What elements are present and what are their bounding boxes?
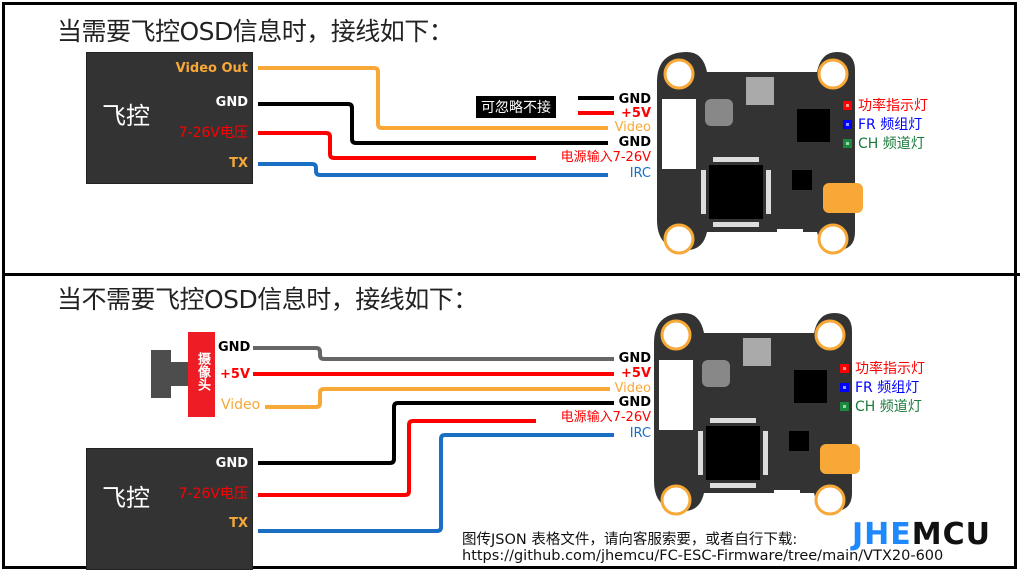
- led-fr-icon: [843, 119, 852, 129]
- led-ch-icon: [840, 401, 849, 411]
- component-grey-square: [746, 77, 774, 105]
- fc-name-top: 飞控: [102, 102, 150, 130]
- section-divider: [2, 273, 1020, 276]
- component-black-small: [789, 431, 809, 451]
- flight-controller-box-top: [86, 52, 253, 184]
- outer-frame: [2, 2, 1017, 569]
- component-black-large: [797, 109, 830, 142]
- brand-logo: JHEMCU: [852, 517, 991, 552]
- led-legend-ch: CH 频道灯: [843, 133, 925, 153]
- mcu-pins: [698, 418, 768, 488]
- button: [777, 229, 803, 242]
- vtx-pin-power-input: 电源输入7-26V: [560, 150, 651, 165]
- wire-power-bottom: [258, 419, 536, 497]
- led-legend-power: 功率指示灯: [843, 95, 928, 115]
- wire-power-top: [258, 131, 536, 160]
- component-grey-rounded: [702, 360, 730, 387]
- vtx-pin-gnd-2: GND: [618, 135, 651, 150]
- antenna-connector: [823, 183, 863, 213]
- camera-pin-5v: +5V: [220, 367, 250, 382]
- wire-irc-bottom: [258, 433, 614, 533]
- footer-url[interactable]: https://github.com/jhemcu/FC-ESC-Firmwar…: [462, 548, 944, 564]
- flight-controller-box-bottom: [86, 448, 253, 570]
- vtx-pin-5v: +5V: [621, 106, 651, 121]
- vtx-board-top: [657, 52, 863, 255]
- vtx-pin-gnd-bottom: GND: [618, 351, 651, 366]
- fc-pin-video-out: Video Out: [175, 61, 248, 76]
- fc-pin-gnd: GND: [215, 95, 248, 110]
- component-black-large: [794, 370, 827, 403]
- wire-gnd-bottom: [258, 401, 614, 465]
- led-legend-fr-bottom: FR 频组灯: [840, 377, 919, 397]
- fc-pin-tx-bottom: TX: [229, 516, 248, 531]
- mount-hole: [663, 223, 695, 255]
- led-legend-fr: FR 频组灯: [843, 114, 922, 134]
- camera-pin-gnd: GND: [218, 340, 251, 355]
- antenna-connector: [820, 444, 860, 474]
- bottom-section-title: 当不需要飞控OSD信息时，接线如下：: [57, 285, 478, 314]
- vtx-pin-irc: IRC: [629, 166, 651, 181]
- vtx-pin-gnd: GND: [618, 92, 651, 107]
- camera-pin-video: Video: [221, 397, 261, 413]
- wire-gnd-camera: [253, 346, 614, 361]
- led-power-icon: [843, 100, 852, 110]
- wire-irc-top: [258, 162, 608, 177]
- fc-pin-power-bottom: 7-26V电压: [178, 486, 248, 502]
- mcu-chip: [706, 426, 760, 480]
- vtx-pin-5v-bottom: +5V: [621, 366, 651, 381]
- vtx-pin-video-bottom: Video: [614, 381, 651, 396]
- fc-pin-gnd-bottom: GND: [215, 456, 248, 471]
- led-legend-power-bottom: 功率指示灯: [840, 358, 925, 378]
- led-legend-ch-bottom: CH 频道灯: [840, 396, 922, 416]
- connector-pad: [662, 99, 696, 169]
- mount-hole: [817, 223, 849, 255]
- led-fr-icon: [840, 382, 849, 392]
- camera-mount: [171, 362, 189, 386]
- wire-video-top: [258, 66, 608, 130]
- mount-hole: [814, 319, 846, 351]
- vtx-pin-video: Video: [614, 120, 651, 135]
- vtx-pin-gnd-2-bottom: GND: [618, 395, 651, 410]
- vtx-pin-power-input-bottom: 电源输入7-26V: [560, 410, 651, 425]
- component-grey-square: [743, 338, 771, 366]
- mcu-pins: [701, 157, 771, 227]
- mount-hole: [663, 58, 695, 90]
- camera-body: [188, 332, 215, 417]
- component-black-small: [792, 170, 812, 190]
- connector-pad: [659, 360, 693, 430]
- ignore-note: 可忽略不接: [476, 96, 556, 118]
- wire-video-camera: [265, 387, 610, 409]
- led-ch-icon: [843, 138, 852, 148]
- wire-gnd-top: [258, 102, 608, 145]
- fc-name-bottom: 飞控: [102, 484, 150, 512]
- top-section-title: 当需要飞控OSD信息时，接线如下：: [57, 17, 454, 46]
- button: [774, 490, 800, 503]
- vtx-board-bottom: [654, 313, 860, 516]
- mcu-chip: [709, 165, 763, 219]
- fc-pin-power: 7-26V电压: [178, 125, 248, 141]
- fc-pin-tx: TX: [229, 156, 248, 171]
- footer-note: 图传JSON 表格文件，请向客服索要，或者自行下载:: [462, 532, 798, 548]
- mount-hole: [817, 58, 849, 90]
- mount-hole: [660, 484, 692, 516]
- mount-hole: [660, 319, 692, 351]
- vtx-pin-irc-bottom: IRC: [629, 426, 651, 441]
- mount-hole: [814, 484, 846, 516]
- component-grey-rounded: [705, 99, 733, 126]
- camera-lens: [151, 350, 171, 398]
- camera-label: 摄像头: [195, 352, 210, 391]
- led-power-icon: [840, 363, 849, 373]
